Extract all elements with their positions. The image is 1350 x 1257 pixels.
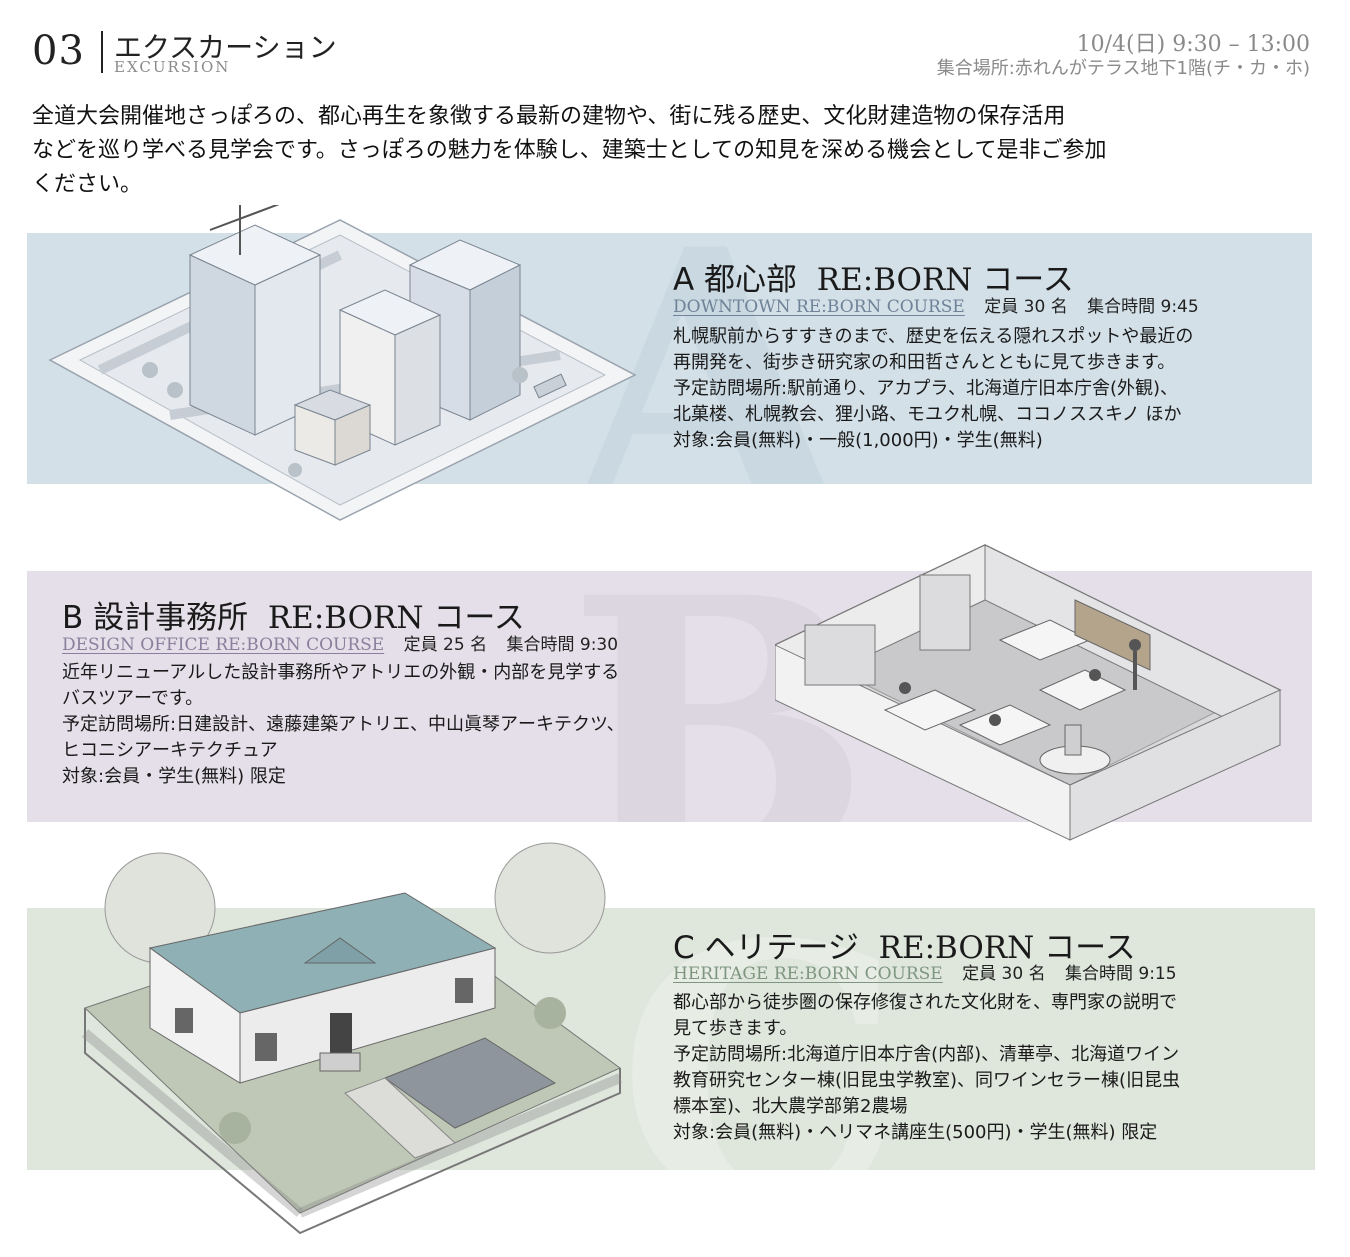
course-a-meet-time: 集合時間 9:45 (1087, 297, 1199, 317)
course-a-label: A 都心部 (673, 262, 798, 298)
course-b-description: 近年リニューアルした設計事務所やアトリエの外観・内部を見学する バスツアーです。… (62, 660, 742, 790)
course-c-line: 教育研究センター棟(旧昆虫学教室)、同ワインセラー棟(旧昆虫 (673, 1070, 1181, 1091)
course-a-watermark: A (567, 233, 847, 484)
course-a-line: 札幌駅前からすすきのまで、歴史を伝える隠れスポットや最近の (673, 326, 1194, 347)
course-b-line: 予定訪問場所:日建設計、遠藤建築アトリエ、中山眞琴アーキテクツ、 (62, 714, 625, 735)
heritage-illustration (81, 842, 622, 1235)
course-c-description: 都心部から徒歩圏の保存修復された文化財を、専門家の説明で 見て歩きます。 予定訪… (673, 990, 1313, 1146)
course-c-line: 対象:会員(無料)・ヘリマネ講座生(500円)・学生(無料) 限定 (673, 1122, 1158, 1143)
course-a-title-en: RE:BORN コース (816, 262, 1074, 298)
course-c-link[interactable]: HERITAGE RE:BORN COURSE (673, 964, 943, 984)
course-c-watermark: C (617, 908, 904, 1170)
intro-line: ください。 (32, 172, 143, 197)
intro-line: などを巡り学べる見学会です。さっぽろの魅力を体験し、建築士としての知見を深める機… (32, 138, 1107, 163)
course-c-line: 都心部から徒歩圏の保存修復された文化財を、専門家の説明で (673, 992, 1177, 1013)
course-a-line: 再開発を、街歩き研究家の和田哲さんとともに見て歩きます。 (673, 352, 1176, 373)
intro-text: 全道大会開催地さっぽろの、都心再生を象徴する最新の建物や、街に残る歴史、文化財建… (32, 100, 1322, 202)
course-b-line: ヒコニシアーキテクチュア (62, 740, 278, 761)
course-a-title: A 都心部 RE:BORN コース (673, 254, 1074, 299)
course-a-subtitle-row: DOWNTOWN RE:BORN COURSE 定員 30 名 集合時間 9:4… (673, 292, 1199, 317)
course-c-subtitle-row: HERITAGE RE:BORN COURSE 定員 30 名 集合時間 9:1… (673, 959, 1177, 984)
course-b-link[interactable]: DESIGN OFFICE RE:BORN COURSE (62, 635, 385, 655)
course-c-line: 予定訪問場所:北海道庁旧本庁舎(内部)、清華亭、北海道ワイン (673, 1044, 1180, 1065)
course-c-meet-time: 集合時間 9:15 (1064, 964, 1177, 984)
course-a-description: 札幌駅前からすすきのまで、歴史を伝える隠れスポットや最近の 再開発を、街歩き研究… (673, 324, 1313, 454)
course-b-line: バスツアーです。 (62, 688, 204, 709)
meeting-place: 集合場所:赤れんがテラス地下1階(チ・カ・ホ) (936, 58, 1310, 79)
header-divider (101, 31, 103, 73)
course-a-line: 北菓楼、札幌教会、狸小路、モユク札幌、ココノススキノ ほか (673, 404, 1182, 425)
course-c-line: 見て歩きます。 (673, 1018, 798, 1039)
course-a-link[interactable]: DOWNTOWN RE:BORN COURSE (673, 297, 965, 317)
course-b-label: B 設計事務所 (62, 600, 249, 636)
course-b-line: 近年リニューアルした設計事務所やアトリエの外観・内部を見学する (62, 662, 620, 683)
course-b-subtitle-row: DESIGN OFFICE RE:BORN COURSE 定員 25 名 集合時… (62, 630, 618, 655)
course-b-title: B 設計事務所 RE:BORN コース (62, 592, 525, 637)
course-c-title-en: RE:BORN コース (878, 930, 1136, 966)
course-a-line: 対象:会員(無料)・一般(1,000円)・学生(無料) (673, 430, 1043, 451)
course-b-meet-time: 集合時間 9:30 (506, 635, 619, 655)
course-c-label: C ヘリテージ (673, 930, 859, 966)
course-b-line: 対象:会員・学生(無料) 限定 (62, 766, 286, 787)
course-c-title: C ヘリテージ RE:BORN コース (673, 922, 1136, 967)
downtown-illustration (48, 205, 637, 521)
course-b-capacity: 定員 25 名 (403, 635, 488, 655)
section-number: 03 (32, 28, 85, 74)
course-c-capacity: 定員 30 名 (962, 964, 1046, 984)
section-title-en: EXCURSION (114, 58, 231, 76)
event-date: 10/4(日) 9:30 – 13:00 (1076, 32, 1310, 57)
course-c-line: 標本室)、北大農学部第2農場 (673, 1096, 908, 1117)
course-a-capacity: 定員 30 名 (984, 297, 1068, 317)
intro-line: 全道大会開催地さっぽろの、都心再生を象徴する最新の建物や、街に残る歴史、文化財建… (32, 104, 1066, 129)
course-a-line: 予定訪問場所:駅前通り、アカプラ、北海道庁旧本庁舎(外観)、 (673, 378, 1179, 399)
section-title: エクスカーション (114, 31, 337, 64)
design-office-illustration (775, 544, 1282, 841)
course-b-title-en: RE:BORN コース (267, 600, 525, 636)
